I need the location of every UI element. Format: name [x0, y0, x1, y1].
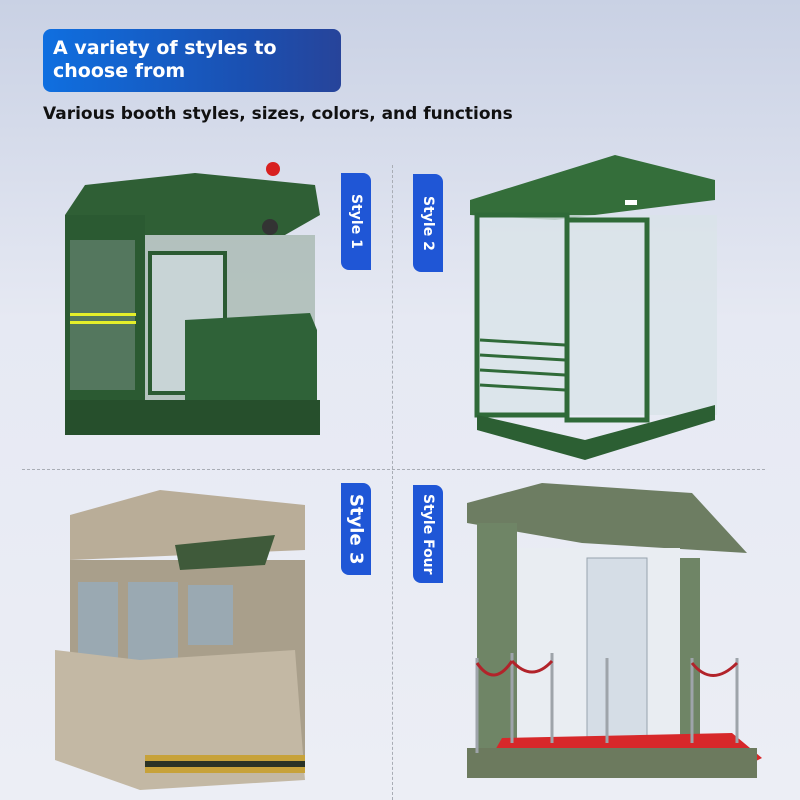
- page-subtitle: Various booth styles, sizes, colors, and…: [43, 104, 513, 124]
- style-3-booth-image: [55, 490, 305, 790]
- style-3-tag: Style 3: [341, 483, 371, 575]
- horizontal-divider: [22, 469, 765, 470]
- page-title: A variety of styles to choose from: [53, 37, 277, 82]
- style-1-tag: Style 1: [341, 173, 371, 270]
- style-four-booth-image: [467, 483, 762, 778]
- style-2-booth-image: [470, 155, 717, 460]
- title-banner: A variety of styles to choose from: [43, 29, 341, 92]
- style-1-booth-image: [65, 162, 320, 435]
- vertical-divider: [392, 165, 393, 800]
- style-2-tag: Style 2: [413, 174, 443, 272]
- style-four-tag: Style Four: [413, 485, 443, 583]
